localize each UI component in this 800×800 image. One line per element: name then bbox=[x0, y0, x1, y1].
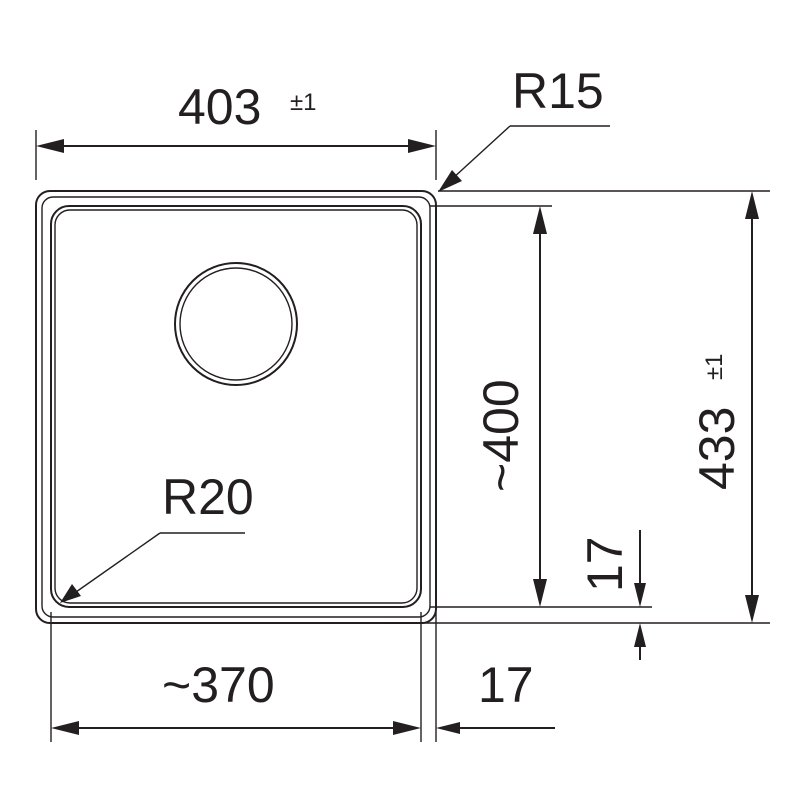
dim-outer-width-tolerance: ±1 bbox=[290, 89, 317, 116]
sink-inner-rim bbox=[41, 196, 431, 618]
sink-bowl-inner bbox=[54, 209, 418, 604]
dim-outer-radius-leader bbox=[438, 125, 610, 192]
dim-inner-width bbox=[51, 721, 421, 735]
dim-outer-width bbox=[35, 130, 437, 180]
dim-outer-radius-label: R15 bbox=[512, 63, 604, 119]
dim-rim-bottom bbox=[634, 530, 646, 660]
dim-rim-bottom-value: 17 bbox=[577, 536, 633, 592]
sink-outer-rim bbox=[35, 190, 437, 624]
dim-outer-width-value: 403 bbox=[178, 79, 261, 135]
dim-rim-right bbox=[436, 722, 555, 734]
dim-inner-width-value: ~370 bbox=[162, 657, 275, 713]
drain-outer-circle bbox=[174, 262, 298, 386]
sink-bowl-outer bbox=[50, 205, 422, 608]
dim-outer-height-value: 433 bbox=[689, 407, 745, 490]
dim-outer-height bbox=[745, 191, 759, 623]
dim-inner-height bbox=[533, 206, 547, 607]
dim-outer-height-tolerance: ±1 bbox=[701, 353, 728, 380]
dim-rim-right-value: 17 bbox=[478, 657, 534, 713]
dim-inner-height-value: ~400 bbox=[473, 379, 529, 492]
dim-inner-radius-leader bbox=[60, 532, 245, 603]
drain-inner-circle bbox=[179, 267, 293, 381]
dim-inner-radius-label: R20 bbox=[162, 469, 254, 525]
